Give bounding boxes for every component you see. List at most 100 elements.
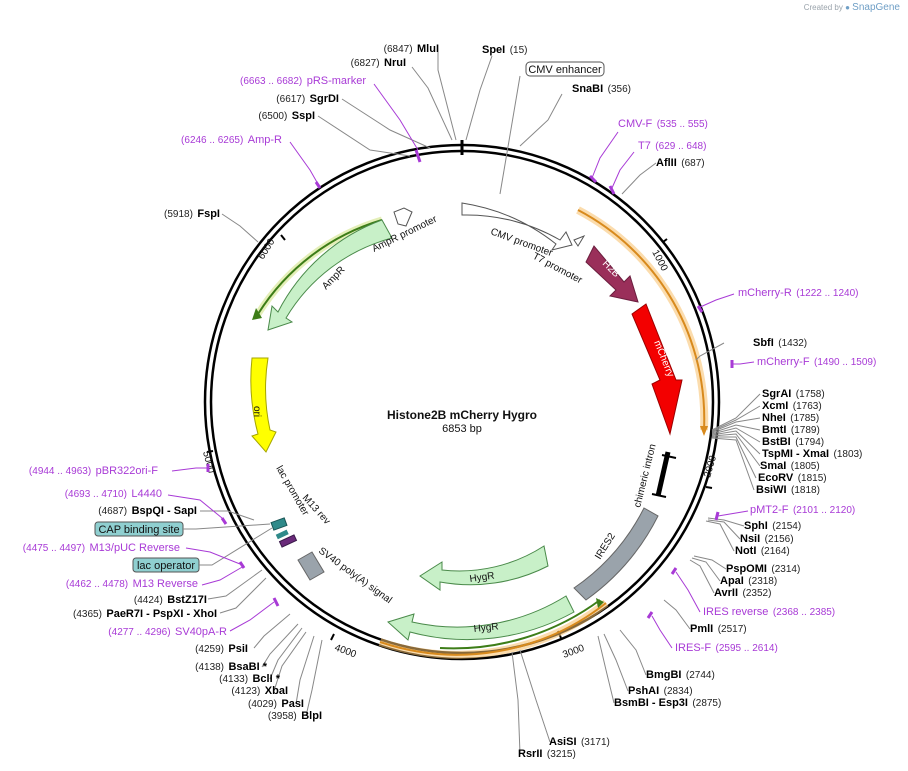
ires-reverse-primer: IRES reverse (2368 .. 2385) xyxy=(703,602,835,619)
prs-marker-primer: (6663 .. 6682) pRS-marker xyxy=(240,71,366,88)
pmli-site: PmlI (2517) xyxy=(690,619,747,636)
bmgbi-site: BmgBI (2744) xyxy=(646,665,715,682)
asisi-site: AsiSI (3171) xyxy=(549,732,610,749)
nhei-site: NheI (1785) xyxy=(762,408,819,425)
pmt2-f-primer: pMT2-F (2101 .. 2120) xyxy=(750,500,855,517)
primer-leaders xyxy=(167,83,755,649)
sbfi-site: SbfI (1432) xyxy=(753,333,807,350)
chimeric-intron-label: chimeric intron xyxy=(632,443,658,509)
psii-site: (4259) PsiI xyxy=(195,639,248,656)
m13-puc-reverse-primer: (4475 .. 4497) M13/pUC Reverse xyxy=(23,538,180,555)
tspmi-xmai-site: TspMI - XmaI (1803) xyxy=(762,444,862,461)
nsii-site: NsiI (2156) xyxy=(740,529,794,546)
tick-label-6000: 6000 xyxy=(256,237,277,262)
sv40-label: SV40 poly(A) signal xyxy=(316,546,394,607)
xbai-site: (4123) XbaI xyxy=(231,681,288,698)
enzyme-leaders xyxy=(200,52,761,755)
cmv-enhancer-label: CMV enhancer xyxy=(528,64,602,76)
primer-marks xyxy=(206,149,734,619)
snabi-site: SnaBI (356) xyxy=(572,79,631,96)
m13-reverse-primer: (4462 .. 4478) M13 Reverse xyxy=(66,574,198,591)
mcherry-arrow xyxy=(631,303,683,436)
credit-text: Created by xyxy=(803,3,843,12)
lac-operator-box xyxy=(270,517,288,531)
ires2-box xyxy=(573,507,659,601)
orf-arc-bottom xyxy=(379,602,607,656)
cap-site-tag: CAP binding site xyxy=(94,521,271,537)
bcli-site: (4133) BclI * xyxy=(219,669,281,686)
ires-f-primer: IRES-F (2595 .. 2614) xyxy=(675,638,778,655)
lac-promoter-box xyxy=(275,529,289,540)
tick-label-4000: 4000 xyxy=(333,642,358,660)
amp-r-primer: (6246 .. 6265) Amp-R xyxy=(181,130,282,147)
snapgene-credit: Created by ● SnapGene xyxy=(804,2,900,13)
l4440-primer: (4693 .. 4710) L4440 xyxy=(65,484,162,501)
fspi-site: (5918) FspI xyxy=(164,204,220,221)
blpi-site: (3958) BlpI xyxy=(268,706,322,723)
snapgene-logo-icon: ● xyxy=(845,3,850,12)
t7-promoter-label: T7 promoter xyxy=(531,251,585,287)
hygr-label-inner: HygR xyxy=(469,571,495,585)
sv40-polya-box xyxy=(297,551,325,581)
bsiwi-site: BsiWI (1818) xyxy=(756,480,820,497)
sgrai-site: SgrAI (1758) xyxy=(762,384,825,401)
sgrdi-site: (6617) SgrDI xyxy=(276,89,339,106)
smai-site: SmaI (1805) xyxy=(760,456,820,473)
orf-arrow-hygr xyxy=(596,598,604,608)
ecorv-site: EcoRV (1815) xyxy=(758,468,827,485)
spei-site: SpeI (15) xyxy=(482,40,527,57)
ampr-promoter-arrow xyxy=(393,207,413,227)
sspi-site: (6500) SspI xyxy=(258,106,315,123)
bmti-site: BmtI (1789) xyxy=(762,420,820,437)
plasmid-length: 6853 bp xyxy=(442,423,482,435)
lac-operator-label: lac operator xyxy=(137,560,195,572)
pasi-site: (4029) PasI xyxy=(248,694,304,711)
t7-promoter-arrow xyxy=(573,234,586,247)
nrui-site: (6827) NruI xyxy=(351,53,406,70)
tick-label-2000: 2000 xyxy=(702,454,719,479)
hygr-label-outer: HygR xyxy=(473,621,499,635)
aflii-site: AflII (687) xyxy=(656,153,705,170)
bstbi-site: BstBI (1794) xyxy=(762,432,824,449)
avrii-site: AvrII (2352) xyxy=(714,583,771,600)
bsmbi-esp3i-site: BsmBI - Esp3I (2875) xyxy=(614,693,721,710)
cmv-f-primer: CMV-F (535 .. 555) xyxy=(618,114,708,131)
mcherry-r-primer: mCherry-R (1222 .. 1240) xyxy=(738,283,859,300)
ticks xyxy=(206,234,713,641)
orf-arc-top xyxy=(577,209,706,431)
hygr-arrow-outer xyxy=(387,595,575,641)
sphi-site: SphI (2154) xyxy=(744,516,801,533)
sv40pa-r-primer: (4277 .. 4296) SV40pA-R xyxy=(108,622,227,639)
orf-arc-left xyxy=(257,219,383,315)
cap-site-label: CAP binding site xyxy=(98,524,179,536)
mcherry-f-primer: mCherry-F (1490 .. 1509) xyxy=(757,352,876,369)
m13-rev-box xyxy=(278,534,298,548)
rsrii-site: RsrII (3215) xyxy=(518,744,576,761)
tick-label-5000: 5000 xyxy=(200,450,216,475)
apai-site: ApaI (2318) xyxy=(720,571,777,588)
ampr-arrow xyxy=(267,219,393,331)
bstz17i-site: (4424) BstZ17I xyxy=(134,590,207,607)
xcmi-site: XcmI (1763) xyxy=(762,396,822,413)
pspomi-site: PspOMI (2314) xyxy=(726,559,800,576)
cmv-promoter-label: CMV promoter xyxy=(489,226,554,259)
credit-brand: SnapGene xyxy=(852,2,900,13)
chimeric-intron-bar xyxy=(655,451,671,497)
cmv-promoter-arrow xyxy=(461,202,573,251)
pshai-site: PshAI (2834) xyxy=(628,681,693,698)
bspqi-sapi-site: (4687) BspQI - SapI xyxy=(98,501,197,518)
pbr322ori-f-primer: (4944 .. 4963) pBR322ori-F xyxy=(29,461,158,478)
lac-operator-tag: lac operator xyxy=(132,527,273,573)
orf-arrow-left xyxy=(252,308,262,320)
tick-label-3000: 3000 xyxy=(561,643,586,661)
lac-promoter-label: lac promoter xyxy=(273,464,311,518)
bsabi-site: (4138) BsaBI * xyxy=(195,657,268,674)
noti-site: NotI (2164) xyxy=(735,541,790,558)
h2b-arrow xyxy=(585,245,639,303)
paer7i-pspxi-xhoi-site: (4365) PaeR7I - PspXI - XhoI xyxy=(73,604,217,621)
orf-arc-hygr xyxy=(439,599,601,650)
orf-arrow-top xyxy=(700,426,708,436)
t7-primer: T7 (629 .. 648) xyxy=(638,136,706,153)
cmv-enhancer-tag: CMV enhancer xyxy=(499,61,605,195)
